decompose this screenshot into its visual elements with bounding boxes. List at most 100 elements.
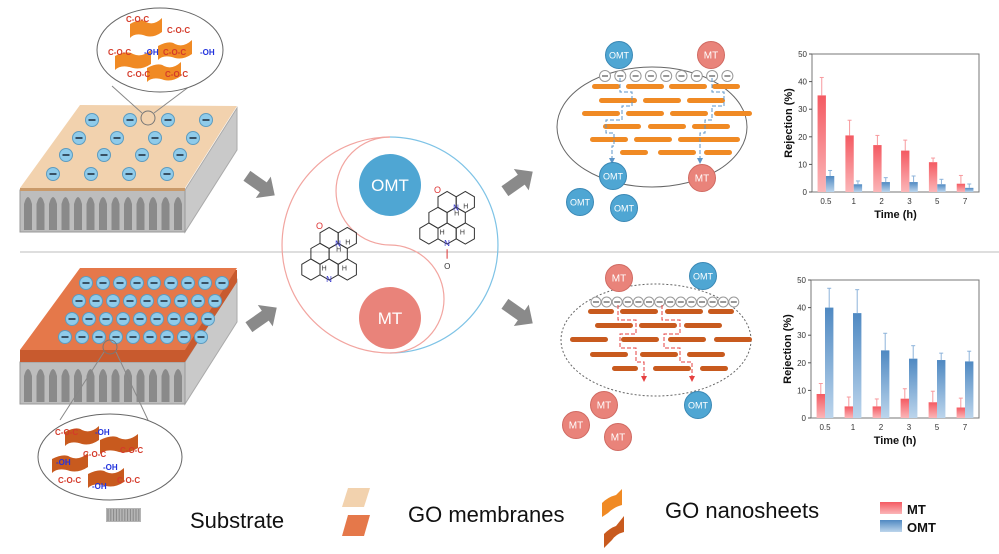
go-laminate-top <box>582 70 752 164</box>
x-axis-label: Time (h) <box>874 209 917 221</box>
go-layer <box>603 124 641 129</box>
bar-omt <box>853 184 863 192</box>
substrate-pore <box>86 369 95 402</box>
x-tick-label: 0.5 <box>820 197 832 206</box>
go-membrane-light-swatch <box>342 488 370 507</box>
bar-mt <box>845 135 854 192</box>
substrate-pore <box>124 369 132 402</box>
bar-mt <box>816 393 825 418</box>
ring-bond <box>301 258 321 281</box>
substrate-pore <box>61 197 70 230</box>
go-nanosheet-light-swatch <box>602 489 622 517</box>
x-tick-label: 2 <box>879 197 884 206</box>
label-text: MT <box>907 502 926 517</box>
process-arrows <box>243 169 533 333</box>
bar-omt <box>965 361 974 418</box>
hydrogen-atom: H <box>440 230 445 237</box>
bar-mt <box>928 162 938 192</box>
go-layer <box>684 323 722 328</box>
nitrogen-atom: N <box>444 239 450 248</box>
go-layer <box>620 150 648 155</box>
go-nanosheet <box>88 468 124 488</box>
oxygen-atom: O <box>434 185 441 195</box>
ring-bond <box>455 222 475 245</box>
go-layer <box>621 337 659 342</box>
substrate-pore <box>124 197 132 230</box>
x-tick-label: 7 <box>963 197 968 206</box>
legend: Substrate GO membranes GO nanosheets MT … <box>106 488 936 548</box>
y-tick-label: 20 <box>798 133 807 142</box>
omt-molecule: OMT <box>566 188 594 216</box>
substrate-pore <box>149 369 157 402</box>
go-nanosheet <box>100 434 138 454</box>
process-arrow-icon <box>501 298 533 326</box>
substrate-swatch <box>106 508 141 522</box>
bar-omt <box>881 182 890 192</box>
substrate-pore <box>174 197 182 230</box>
nitrogen-atom: N <box>335 239 341 248</box>
substrate-pore <box>149 197 157 230</box>
hydroxyl-group-label: -OH <box>200 48 215 57</box>
go-layer <box>626 84 664 89</box>
go-layer <box>592 84 620 89</box>
go-layer <box>640 352 678 357</box>
hydrogen-atom: H <box>463 203 468 210</box>
y-tick-label: 50 <box>798 50 807 59</box>
go-nanosheet <box>130 18 162 38</box>
mt-transport-path <box>617 305 645 376</box>
label-text: MT <box>378 309 403 328</box>
hydrogen-atom: H <box>345 239 350 246</box>
x-tick-label: 2 <box>879 423 884 432</box>
down-arrow-icon <box>609 158 615 164</box>
mt-label: MT <box>612 274 626 285</box>
bar-omt <box>825 307 834 418</box>
y-tick-label: 10 <box>798 160 807 169</box>
go-layer <box>687 98 725 103</box>
substrate-pore <box>174 369 182 402</box>
nitrogen-atom: N <box>326 275 332 284</box>
hydroxyl-group-label: -OH <box>144 48 159 57</box>
go-nanosheet <box>147 62 181 82</box>
go-layer <box>639 323 677 328</box>
mt-molecule: MT <box>562 411 590 439</box>
bar-omt <box>853 313 862 418</box>
go-layer <box>588 309 614 314</box>
go-layer <box>658 150 696 155</box>
legend-substrate: Substrate <box>190 508 284 533</box>
hydroxyl-group-label: -OH <box>92 482 107 491</box>
omt-transport-path <box>699 78 725 158</box>
omt-molecule: OMT <box>605 41 633 69</box>
x-tick-label: 0.5 <box>819 423 831 432</box>
mt-molecule: MT <box>697 41 725 69</box>
hydrogen-atom: H <box>460 230 465 237</box>
legend-go-nanosheets: GO nanosheets <box>665 498 819 523</box>
mt-transport-path <box>661 305 693 376</box>
x-tick-label: 5 <box>935 197 940 206</box>
epoxy-group-label: C-O-C <box>83 450 106 459</box>
substrate-pore <box>36 369 45 402</box>
mt-label: MT <box>704 51 718 62</box>
mt-label: MT <box>569 421 583 432</box>
bar-omt <box>909 358 918 418</box>
y-tick-label: 50 <box>797 276 806 285</box>
mt-molecule-circle <box>359 287 421 349</box>
x-tick-label: 1 <box>851 423 856 432</box>
go-layer <box>670 111 708 116</box>
mt-label: MT <box>695 174 709 185</box>
epoxy-group-label: C-O-C <box>127 70 150 79</box>
substrate-pore <box>61 369 70 402</box>
substrate-pore <box>136 369 145 402</box>
epoxy-group-label: C-O-C <box>58 476 81 485</box>
bar-omt <box>909 182 918 192</box>
go-layer <box>687 352 725 357</box>
omt-molecule-circle <box>359 154 421 216</box>
substrate-pore <box>99 197 107 230</box>
down-arrow-icon <box>641 376 647 382</box>
epoxy-group-label: C-O-C <box>55 428 78 437</box>
go-layer <box>714 337 752 342</box>
